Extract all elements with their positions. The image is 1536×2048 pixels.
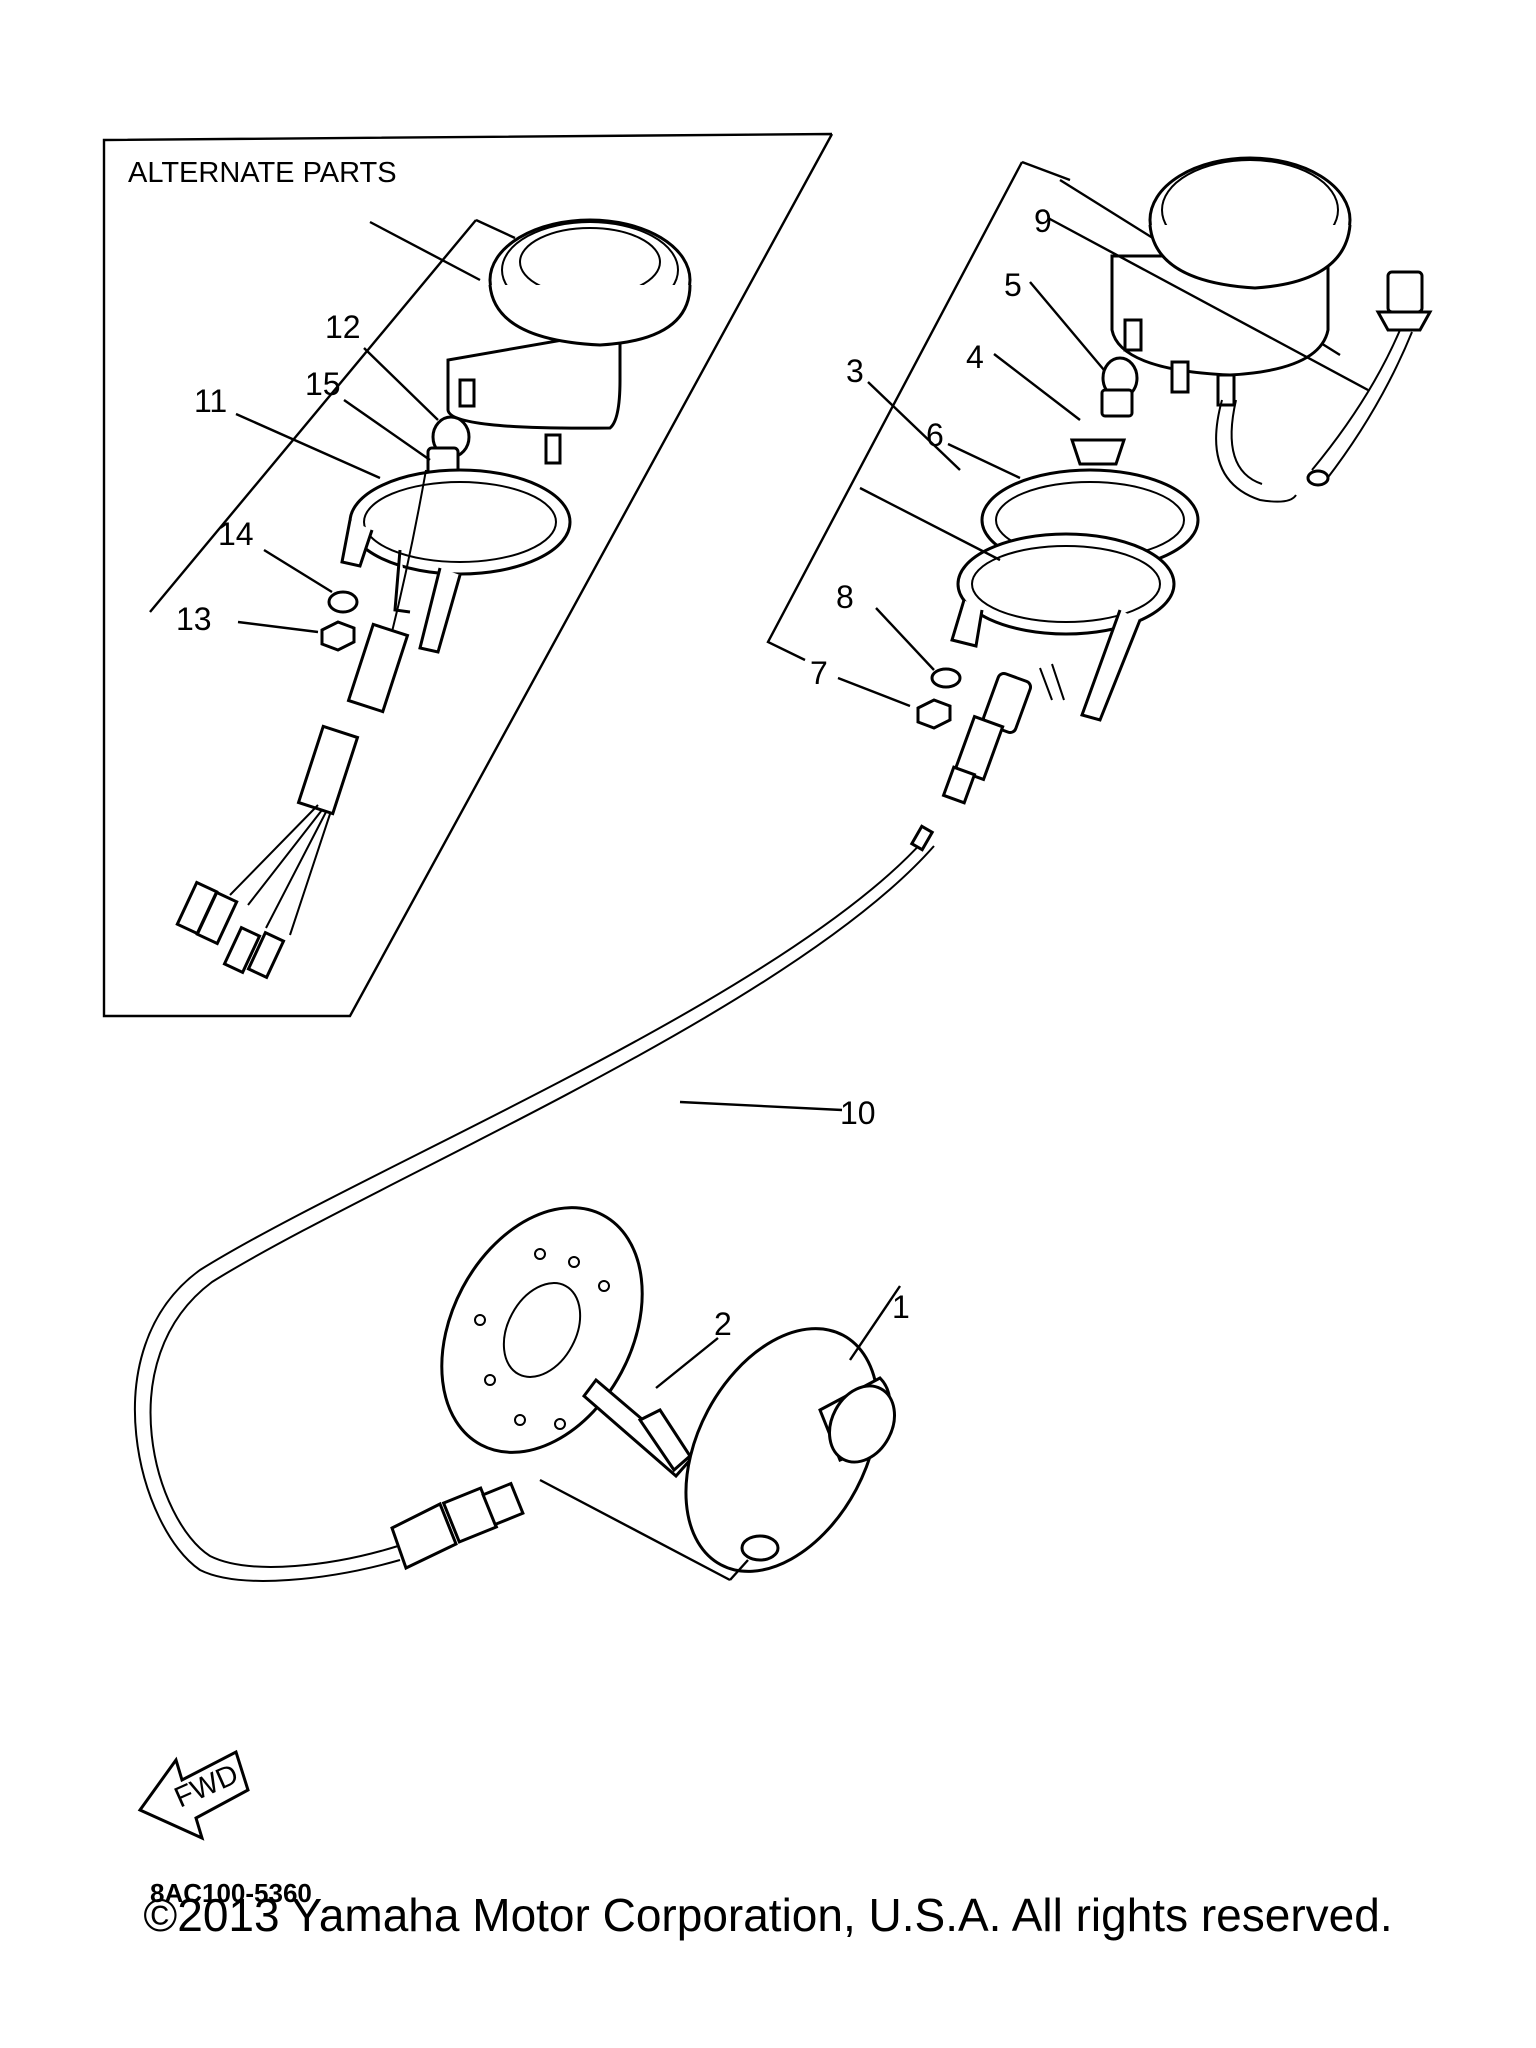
speedometer-gauge [1110,156,1352,407]
main-assembly: 9 5 4 3 6 8 7 [766,156,1433,805]
bracket [950,468,1200,722]
meter-gear-housing: 1 [539,1285,910,1582]
inset-title: ALTERNATE PARTS [128,157,397,189]
washer [930,667,962,689]
bulb [1069,356,1139,466]
drawing-code: 8AC100-5360 [150,1878,312,1908]
inset-border [102,132,834,1018]
cable-coupling [941,663,1065,805]
callout-10: 10 [840,1095,876,1131]
alt-bracket [340,468,572,654]
alt-nut [320,620,356,652]
callout-11: 11 [194,383,227,419]
callout-2: 2 [714,1306,732,1342]
callout-14: 14 [218,516,254,552]
callout-8: 8 [836,579,854,615]
callout-4: 4 [966,339,984,375]
alternate-parts-inset: ALTERNATE PARTS [102,132,834,1018]
callout-3: 3 [846,353,864,389]
alt-wire-harness [175,469,427,980]
nut [916,698,952,730]
alt-washer [327,590,359,614]
alt-bulb [426,415,471,476]
fwd-arrow-icon: FWD [137,1749,250,1841]
callout-15: 15 [305,366,341,402]
gear-shaft: 2 [581,1306,732,1479]
speedometer-cable: 10 [134,824,935,1582]
callout-13: 13 [176,601,212,637]
callout-9: 9 [1034,203,1052,239]
inset-bracket [149,219,477,613]
alt-speedometer-gauge [446,218,692,465]
gauge-wire [1215,399,1297,503]
callout-1: 1 [892,1289,910,1325]
callout-7: 7 [810,655,828,691]
callout-12: 12 [325,309,361,345]
copyright-notice: ©2013 Yamaha Motor Corporation, U.S.A. A… [143,1889,1393,1941]
callout-5: 5 [1004,267,1022,303]
callout-6: 6 [926,417,944,453]
trip-reset-knob [1306,270,1433,487]
